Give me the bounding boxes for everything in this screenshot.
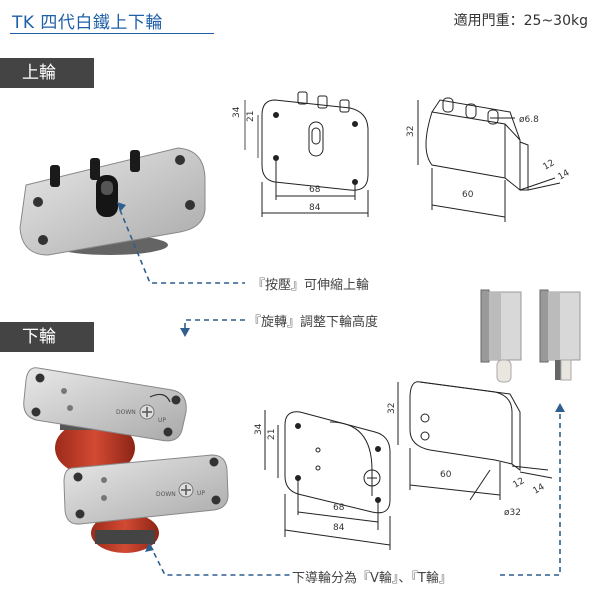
lower-front-h-outer: 34 [254, 423, 264, 435]
lower-side-w: 60 [440, 470, 452, 480]
upper-wheel-photo [19, 147, 206, 256]
types-leader-line-right [500, 410, 561, 576]
rotate-leader-line [184, 319, 245, 330]
lower-front-drawing [264, 410, 391, 550]
note-rotate: 『旋轉』調整下輪高度 [248, 315, 379, 330]
section-tab-lower: 下輪 [0, 322, 94, 352]
t-wheel-profile [539, 289, 581, 381]
lower-front-w-outer: 84 [333, 523, 345, 533]
upper-pin-2 [90, 158, 100, 180]
upper-side-d2: 14 [557, 168, 572, 183]
plate-label-down-2: DOWN [156, 491, 176, 498]
lower-side-d1: 12 [512, 476, 527, 490]
v-wheel-profile [480, 289, 522, 383]
upper-front-w-outer: 84 [309, 203, 321, 213]
upper-side-h: 32 [406, 126, 416, 137]
upper-front-drawing [244, 91, 369, 217]
door-weight-label: 適用門重：25~30kg [453, 13, 588, 29]
plate-label-up-2: UP [197, 490, 205, 497]
upper-side-w: 60 [462, 190, 474, 200]
upper-pin-1 [50, 165, 60, 187]
upper-front-w-inner: 68 [309, 185, 321, 195]
upper-front-h-outer: 34 [232, 106, 242, 118]
note-press: 『按壓』可伸縮上輪 [252, 278, 370, 293]
page-title: TK 四代白鐵上下輪 [12, 13, 163, 33]
plate-label-down-1: DOWN [116, 409, 136, 416]
lower-side-d2: 14 [532, 482, 547, 497]
lower-side-h: 32 [387, 403, 397, 414]
section-tab-upper: 上輪 [0, 58, 94, 88]
lower-wheel-photo-2: DOWN UP [63, 454, 229, 553]
lower-front-h-inner: 21 [267, 429, 277, 440]
types-leader-line-left [149, 544, 290, 576]
lower-wheel-photo-1: DOWN UP [23, 367, 187, 476]
upper-side-drawing [417, 97, 561, 222]
lower-side-drawing [397, 381, 553, 501]
upper-pin-3 [130, 150, 140, 172]
note-wheel-types: 下導輪分為『V輪』、『T輪』 [292, 571, 452, 586]
lower-side-wheel: ø32 [504, 508, 521, 518]
title-underline [10, 33, 214, 34]
plate-label-up-1: UP [158, 417, 166, 424]
upper-side-d1: 12 [542, 158, 557, 172]
upper-side-pin: ø6.8 [519, 115, 539, 125]
upper-front-h-inner: 21 [246, 111, 256, 122]
lower-front-w-inner: 68 [333, 503, 345, 513]
